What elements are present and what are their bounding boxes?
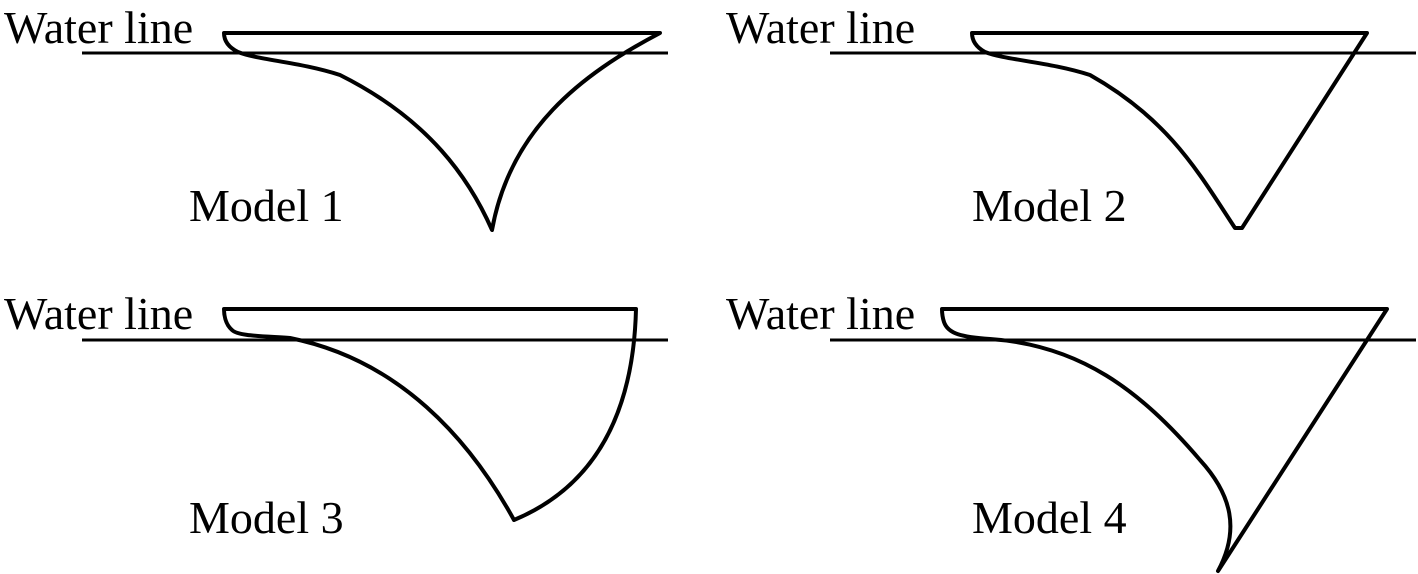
model-2-hull-outline	[970, 31, 1369, 230]
model-4-waterline-label: Water line	[726, 288, 915, 339]
model-4-title: Model 4	[972, 492, 1127, 543]
model-2-panel: Water line Model 2	[726, 2, 1416, 231]
model-1-waterline-label: Water line	[4, 2, 193, 53]
model-1-title: Model 1	[189, 180, 344, 231]
model-3-waterline-label: Water line	[4, 288, 193, 339]
model-3-title: Model 3	[189, 492, 344, 543]
model-2-title: Model 2	[972, 180, 1127, 231]
model-2-waterline-label: Water line	[726, 2, 915, 53]
model-4-panel: Water line Model 4	[726, 288, 1416, 573]
model-3-panel: Water line Model 3	[4, 288, 668, 543]
model-3-hull-outline	[222, 307, 638, 522]
model-1-panel: Water line Model 1	[4, 2, 668, 232]
model-4-hull-outline	[940, 307, 1389, 573]
model-1-hull-outline	[222, 31, 662, 232]
